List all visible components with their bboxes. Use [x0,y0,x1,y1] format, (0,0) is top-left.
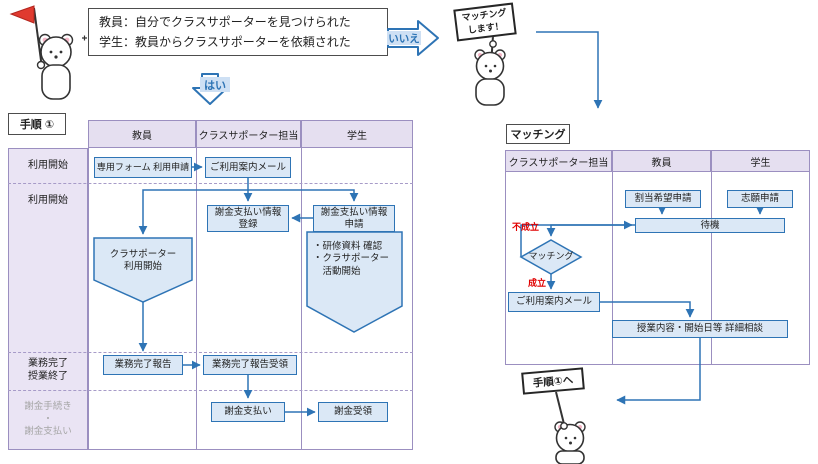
procedure-divider-2 [301,148,302,450]
connector-no-to-matching [536,31,603,109]
node-consult: 授業内容・開始日等 詳細相談 [612,320,788,338]
bear-head [555,423,585,453]
matching-title: マッチング [506,124,570,144]
top-note: 教員：自分でクラスサポーターを見つけられた 学生：教員からクラスサポーターを依頼… [88,8,388,56]
bear-body [41,64,71,100]
row-separator [8,390,413,391]
label-no: いいえ [387,31,421,45]
bear-paw [560,422,568,430]
matching-divider-1 [612,172,613,365]
procedure-row-label-column [8,148,88,450]
node-apply-form: 専用フォーム 利用申請 [94,157,192,178]
connector-fail-back-to-wait [520,220,633,257]
bear-eye [493,64,497,68]
matching-col-student: 学生 [711,150,810,172]
red-flag-icon [9,5,35,24]
bear-eye [573,436,577,440]
student-start-pentagon [306,231,403,333]
row-label-finish: 業務完了 授業終了 [28,358,68,382]
matching-col-teacher: 教員 [612,150,711,172]
top-note-line1: 教員：自分でクラスサポーターを見つけられた [99,14,351,29]
procedure-divider-1 [196,148,197,450]
procedure-col-staff: クラスサポーター担当 [196,120,301,148]
matching-col-staff: クラスサポーター担当 [505,150,612,172]
procedure-title: 手順 ① [8,113,66,135]
bear-head [40,36,72,68]
connector-mail-to-apply [248,189,359,202]
connector-consult-to-step1 [616,338,701,405]
top-note-line2: 学生：教員からクラスサポーターを依頼された [99,35,351,49]
node-work-report-receive: 業務完了報告受領 [203,355,297,375]
bear-eye [49,50,53,54]
node-pay: 謝金支払い [211,402,285,422]
node-volunteer-apply: 志願申請 [727,190,793,208]
bear-paw [36,60,46,70]
connector-mail-to-consult [600,301,695,318]
bear-body [555,450,585,464]
mascot-bear-flag [9,5,87,100]
node-pay-info-register: 謝金支払い情報 登録 [207,205,289,232]
sparkle-icon [82,35,87,41]
row-separator [8,183,413,184]
bear-head [475,51,505,81]
label-fail: 不成立 [512,222,540,232]
node-student-start-label: ・研修資料 確認 ・クラサポーター 活動開始 [313,241,390,277]
bear-nose [569,441,572,445]
bear-paw [489,40,497,48]
row-label-start2: 利用開始 [28,194,68,206]
procedure-col-teacher: 教員 [88,120,196,148]
teacher-start-pentagon [93,237,193,303]
bear-eye [564,436,568,440]
label-success: 成立 [528,278,547,288]
row-label-payment: 謝金手続き ・ 謝金支払い [24,401,72,438]
sign-pole [555,391,566,429]
bear-eye [59,50,63,54]
bear-eye [484,64,488,68]
row-separator [8,352,413,353]
bear-nose [54,55,58,59]
node-matching-guide-mail: ご利用案内メール [508,292,600,312]
row-label-start1: 利用開始 [28,159,68,171]
node-assign-request: 割当希望申請 [625,190,701,208]
node-pay-info-apply: 謝金支払い情報 申請 [313,205,395,232]
bear-nose [489,69,492,73]
connector-mail-to-teacher-start [138,189,248,235]
connector-wait-to-decision [546,224,635,237]
flag-pole [33,7,43,69]
node-wait: 待機 [635,218,785,233]
node-work-report: 業務完了報告 [103,355,183,375]
node-pay-receive: 謝金受領 [318,402,388,422]
node-teacher-start-label: クラサポーター 利用開始 [109,248,177,272]
procedure-col-student: 学生 [301,120,413,148]
matching-divider-2 [711,172,712,365]
node-matching-decision-label: マッチング [528,251,574,262]
mascot-bear-step1 [554,391,586,464]
bear-body [475,78,505,106]
node-guide-mail: ご利用案内メール [205,157,291,178]
label-yes: はい [200,77,230,92]
mascot-bear-matching [474,35,506,106]
